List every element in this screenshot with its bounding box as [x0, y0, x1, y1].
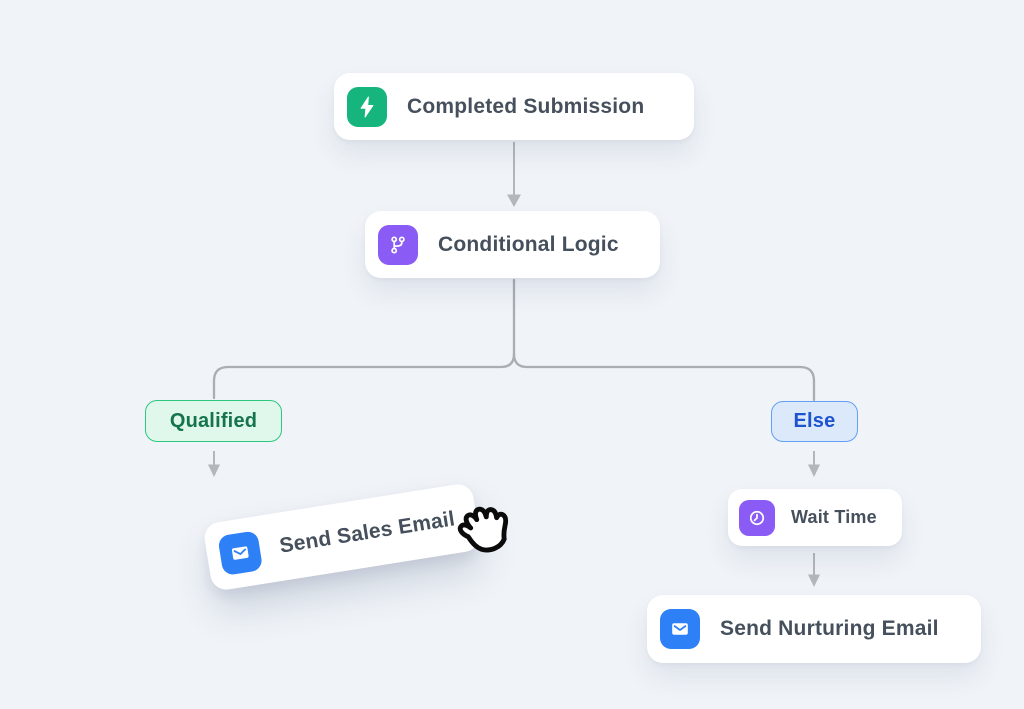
node-label: Completed Submission — [407, 94, 645, 118]
zap-icon — [347, 86, 387, 127]
branch-badge-qualified[interactable]: Qualified — [145, 400, 282, 442]
arrowhead-icon — [808, 574, 820, 587]
mail-icon — [660, 609, 700, 649]
node-label: Send Nurturing Email — [720, 617, 939, 640]
clock-icon — [739, 499, 775, 536]
arrowhead-icon — [208, 464, 220, 477]
branch-badge-label: Qualified — [169, 409, 258, 432]
arrowhead-icon — [507, 194, 521, 207]
connector-branch-else — [512, 352, 816, 402]
node-send-nurturing-email[interactable]: Send Nurturing Email — [647, 595, 981, 663]
mail-icon — [217, 530, 264, 576]
arrowhead-icon — [808, 464, 820, 477]
branch-icon — [378, 224, 418, 265]
branch-badge-else[interactable]: Else — [771, 401, 858, 442]
branch-badge-label: Else — [793, 410, 836, 432]
connector-branch-qualified — [212, 278, 516, 400]
node-completed-submission[interactable]: Completed Submission — [334, 73, 694, 140]
node-send-sales-email[interactable]: Send Sales Email — [202, 482, 482, 592]
node-label: Send Sales Email — [277, 507, 457, 558]
node-wait-time[interactable]: Wait Time — [728, 489, 902, 546]
node-label: Conditional Logic — [438, 232, 619, 256]
node-label: Wait Time — [791, 507, 877, 527]
node-conditional-logic[interactable]: Conditional Logic — [365, 211, 660, 278]
